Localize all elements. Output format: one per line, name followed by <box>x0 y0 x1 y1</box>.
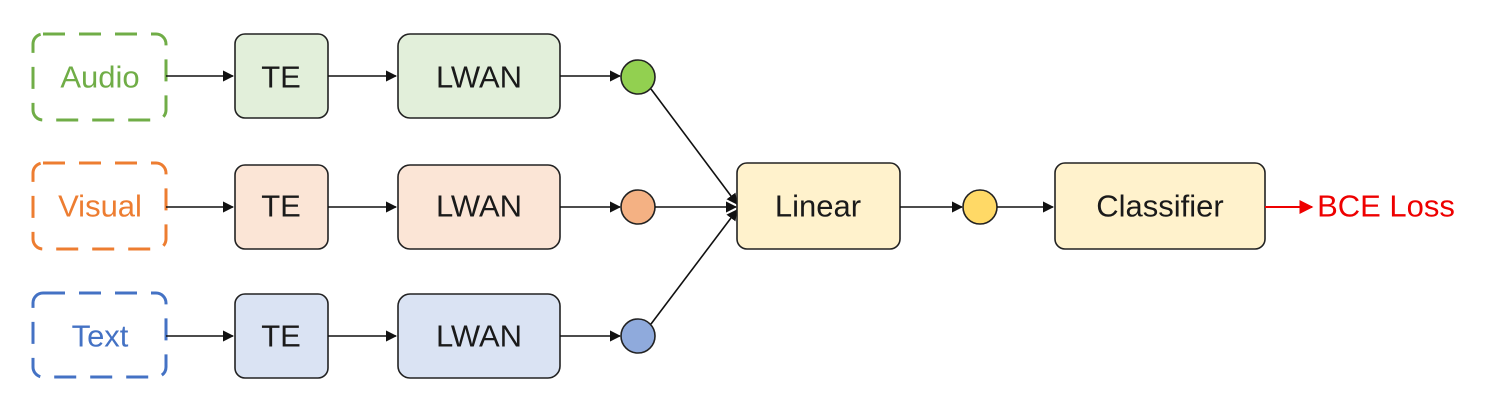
audio-input-label: Audio <box>60 60 139 95</box>
bce-loss-label: BCE Loss <box>1317 189 1455 224</box>
text-row: Text TE LWAN <box>31 291 656 379</box>
audio-lwan-label: LWAN <box>436 60 522 95</box>
visual-row: Visual TE LWAN <box>31 161 656 251</box>
audio-node-to-linear-arrow <box>650 88 738 205</box>
classifier-label: Classifier <box>1096 189 1223 224</box>
visual-feature-node <box>620 189 656 225</box>
audio-input-box <box>31 32 168 122</box>
text-lwan-label: LWAN <box>436 319 522 354</box>
visual-lwan-label: LWAN <box>436 189 522 224</box>
text-node-to-linear-arrow <box>650 209 738 325</box>
visual-input-box <box>31 161 168 251</box>
visual-te-label: TE <box>261 189 301 224</box>
linear-box <box>736 162 901 250</box>
linear-label: Linear <box>775 189 861 224</box>
visual-input-label: Visual <box>58 189 142 224</box>
fused-feature-node <box>962 189 998 225</box>
text-feature-node <box>620 318 656 354</box>
audio-te-label: TE <box>261 60 301 95</box>
text-te-label: TE <box>261 319 301 354</box>
audio-row: Audio TE LWAN <box>31 32 656 122</box>
text-input-box <box>31 291 168 379</box>
audio-feature-node <box>620 59 656 95</box>
text-input-label: Text <box>72 319 129 354</box>
fusion-section: Linear Classifier BCE Loss <box>650 88 1455 325</box>
